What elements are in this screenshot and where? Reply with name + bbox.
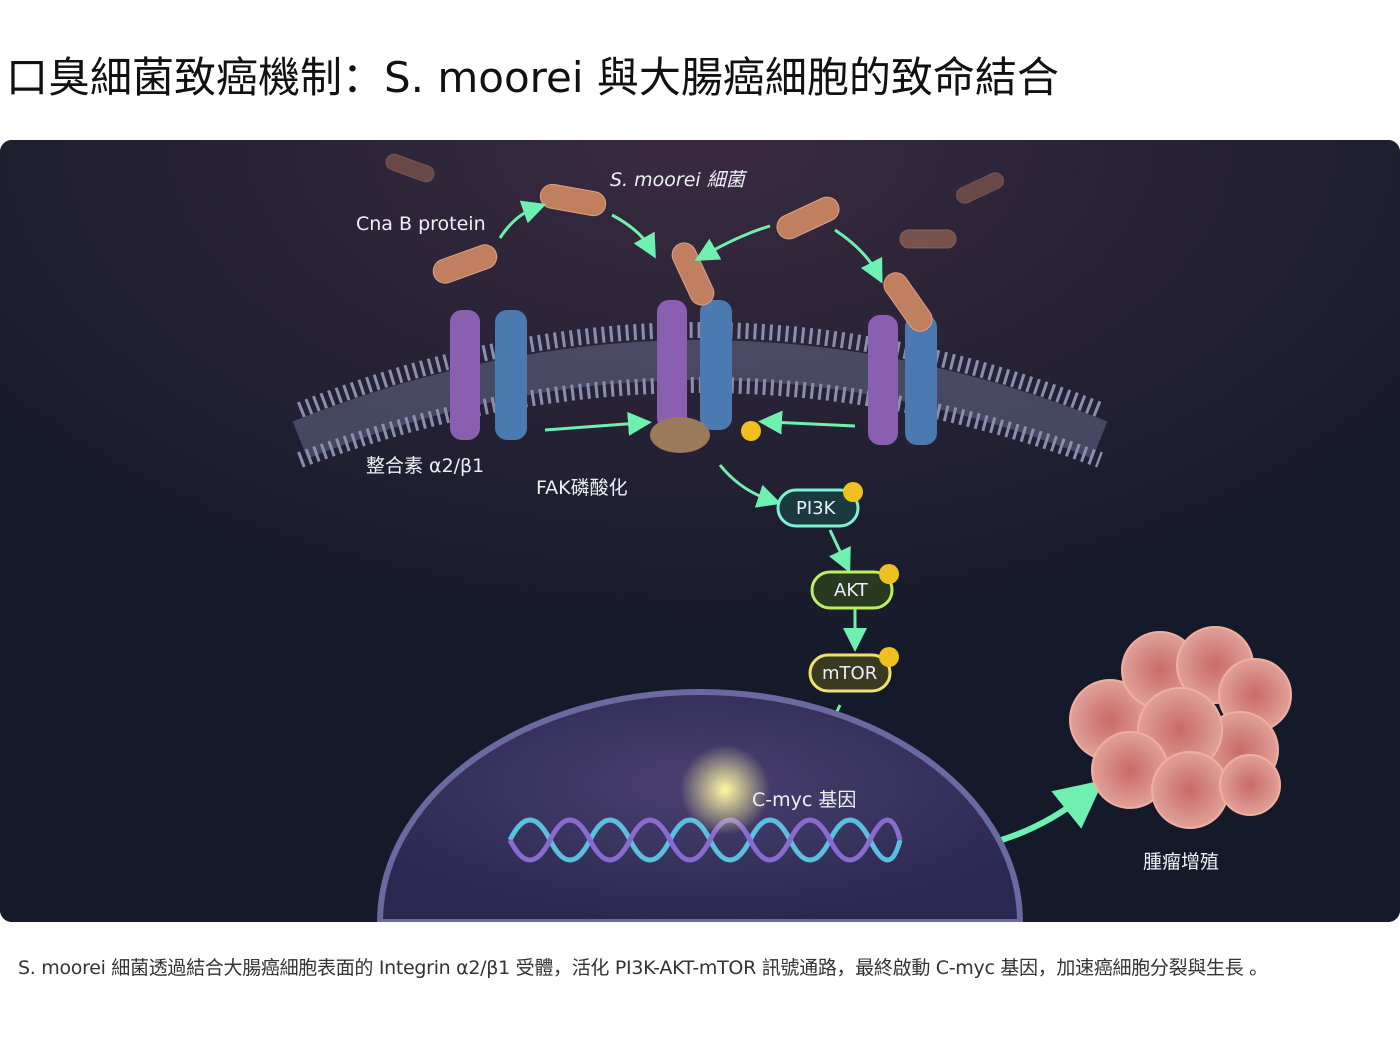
integrin-receptor-3 bbox=[868, 315, 937, 445]
pi3k-node bbox=[776, 488, 860, 528]
page-title: 口臭細菌致癌機制：S. moorei 與大腸癌細胞的致命結合 bbox=[6, 53, 1059, 102]
bacteria bbox=[385, 153, 1004, 332]
akt-label: AKT bbox=[834, 580, 868, 601]
phospho-markers bbox=[741, 421, 899, 667]
bacteria-label: S. moorei 細菌 bbox=[610, 169, 745, 191]
cmyc-label: C-myc 基因 bbox=[752, 789, 857, 811]
cna-b-label: Cna B protein bbox=[356, 213, 486, 235]
pi3k-label: PI3K bbox=[796, 498, 836, 519]
tumor-label: 腫瘤增殖 bbox=[1143, 851, 1220, 873]
illustration-graphic bbox=[0, 140, 1400, 922]
integrin-receptor-2 bbox=[657, 300, 732, 430]
fak-protein bbox=[650, 417, 710, 453]
tumor-cells bbox=[1069, 626, 1292, 829]
figure-caption: S. moorei 細菌透過結合大腸癌細胞表面的 Integrin α2/β1 … bbox=[18, 957, 1268, 979]
akt-node bbox=[810, 570, 894, 610]
fak-label: FAK磷酸化 bbox=[536, 477, 628, 499]
gene-activation-glow bbox=[680, 745, 770, 835]
integrin-label: 整合素 α2/β1 bbox=[366, 455, 485, 477]
mechanism-illustration: S. moorei 細菌 Cna B protein 整合素 α2/β1 FAK… bbox=[0, 140, 1400, 922]
integrin-receptor-1 bbox=[450, 310, 527, 440]
mtor-node bbox=[808, 653, 892, 693]
mtor-label: mTOR bbox=[822, 663, 878, 684]
